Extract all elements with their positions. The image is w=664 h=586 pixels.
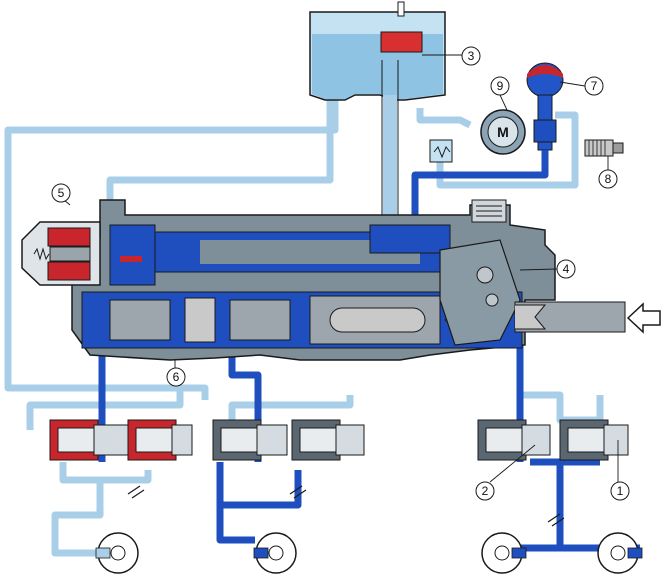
- solenoid-coil-upper: [47, 227, 91, 247]
- svg-text:8: 8: [605, 172, 612, 186]
- reservoir-float: [380, 31, 423, 53]
- left-outer-return-line: [4, 95, 339, 400]
- solenoid-valve: [21, 221, 101, 286]
- left-chamber: [109, 224, 156, 286]
- red-dashes-left: [120, 256, 142, 262]
- modulator-front-left-b: [127, 419, 193, 461]
- reservoir-to-top-loop: [106, 95, 334, 210]
- lever-pivot: [476, 266, 494, 284]
- accumulator-to-valve-line: [411, 150, 549, 215]
- spool-1: [109, 299, 171, 341]
- callout-9: 9: [490, 76, 510, 96]
- solenoid-spring: [33, 247, 50, 261]
- modulator-rear-a: [477, 419, 551, 461]
- rear-light-line-2: [51, 480, 104, 557]
- lever-spring-coil: [476, 205, 502, 217]
- modulator-row: [49, 419, 629, 461]
- pressure-switch-thread: [588, 140, 606, 156]
- accumulator-valve: [533, 119, 557, 143]
- svg-text:5: 5: [58, 186, 65, 200]
- svg-text:4: 4: [563, 262, 570, 276]
- spool-4-slot-window: [329, 307, 426, 333]
- pushrod-input: [514, 301, 661, 334]
- lever-body: [439, 239, 521, 346]
- modulator-rear-b: [559, 419, 629, 461]
- reservoir-fluid: [312, 34, 443, 99]
- modulator-front-right-b: [291, 419, 365, 461]
- modulator-front-left-a: [49, 419, 129, 461]
- front-right-line: [228, 355, 262, 462]
- valve-spool-assembly: [109, 256, 459, 345]
- pressure-switch-tip: [612, 142, 624, 154]
- motor-face: [487, 116, 519, 148]
- modulator-front-right-a: [212, 419, 288, 461]
- svg-text:7: 7: [591, 79, 598, 93]
- solenoid-armature: [49, 246, 91, 262]
- callout-3: 3: [461, 46, 481, 66]
- accumulator-red-cap: [527, 65, 563, 78]
- callout-6: 6: [166, 367, 186, 387]
- wheel-rear-right-icon: [253, 532, 297, 574]
- fluid-reservoir: [309, 1, 446, 230]
- motor-return-line: [416, 108, 472, 129]
- solenoid-coil-lower: [47, 261, 91, 281]
- mid-light-return: [228, 395, 354, 420]
- wheel-rear-left-icon: [95, 532, 139, 574]
- svg-text:3: 3: [468, 49, 475, 63]
- svg-text:1: 1: [617, 484, 624, 498]
- motor-letter: M: [497, 124, 509, 140]
- callout-4: 4: [556, 259, 576, 279]
- wheel-line-mid: [220, 470, 302, 509]
- reservoir-cap-stem: [397, 1, 405, 17]
- callout-5: 5: [51, 183, 71, 203]
- pressure-lines: [98, 150, 640, 552]
- top-port-block: [369, 224, 451, 254]
- wheel-front-right-icon: [597, 532, 643, 574]
- svg-text:2: 2: [482, 484, 489, 498]
- rear-light-line-1: [59, 462, 152, 484]
- spool-3: [229, 299, 291, 341]
- lever-roller: [485, 293, 499, 307]
- input-arrow-icon: [626, 302, 661, 334]
- pump-check-spring: [433, 146, 451, 159]
- wheel-line-left: [216, 462, 255, 544]
- pressure-accumulator: [526, 62, 564, 151]
- svg-text:6: 6: [173, 370, 180, 384]
- pushrod-fork: [515, 304, 547, 330]
- callout-leaders: [63, 54, 619, 483]
- callout-1: 1: [610, 481, 630, 501]
- pressure-switch: [584, 139, 624, 157]
- reservoir-tube-fluid: [383, 95, 397, 230]
- pump-check-valve: [429, 139, 453, 163]
- wheel-brakes: [95, 532, 643, 574]
- lever-mechanism: [439, 199, 521, 346]
- right-return-line: [520, 391, 604, 424]
- callout-2: 2: [475, 481, 495, 501]
- wheel-front-left-icon: [481, 532, 527, 574]
- callout-8: 8: [598, 169, 618, 189]
- line-break-markers: [127, 485, 565, 527]
- svg-text:9: 9: [497, 79, 504, 93]
- callouts: 3 9 7 8 4 5 6 2: [51, 46, 630, 501]
- callout-7: 7: [584, 76, 604, 96]
- spool-2: [184, 297, 216, 343]
- pump-motor: M: [429, 109, 526, 163]
